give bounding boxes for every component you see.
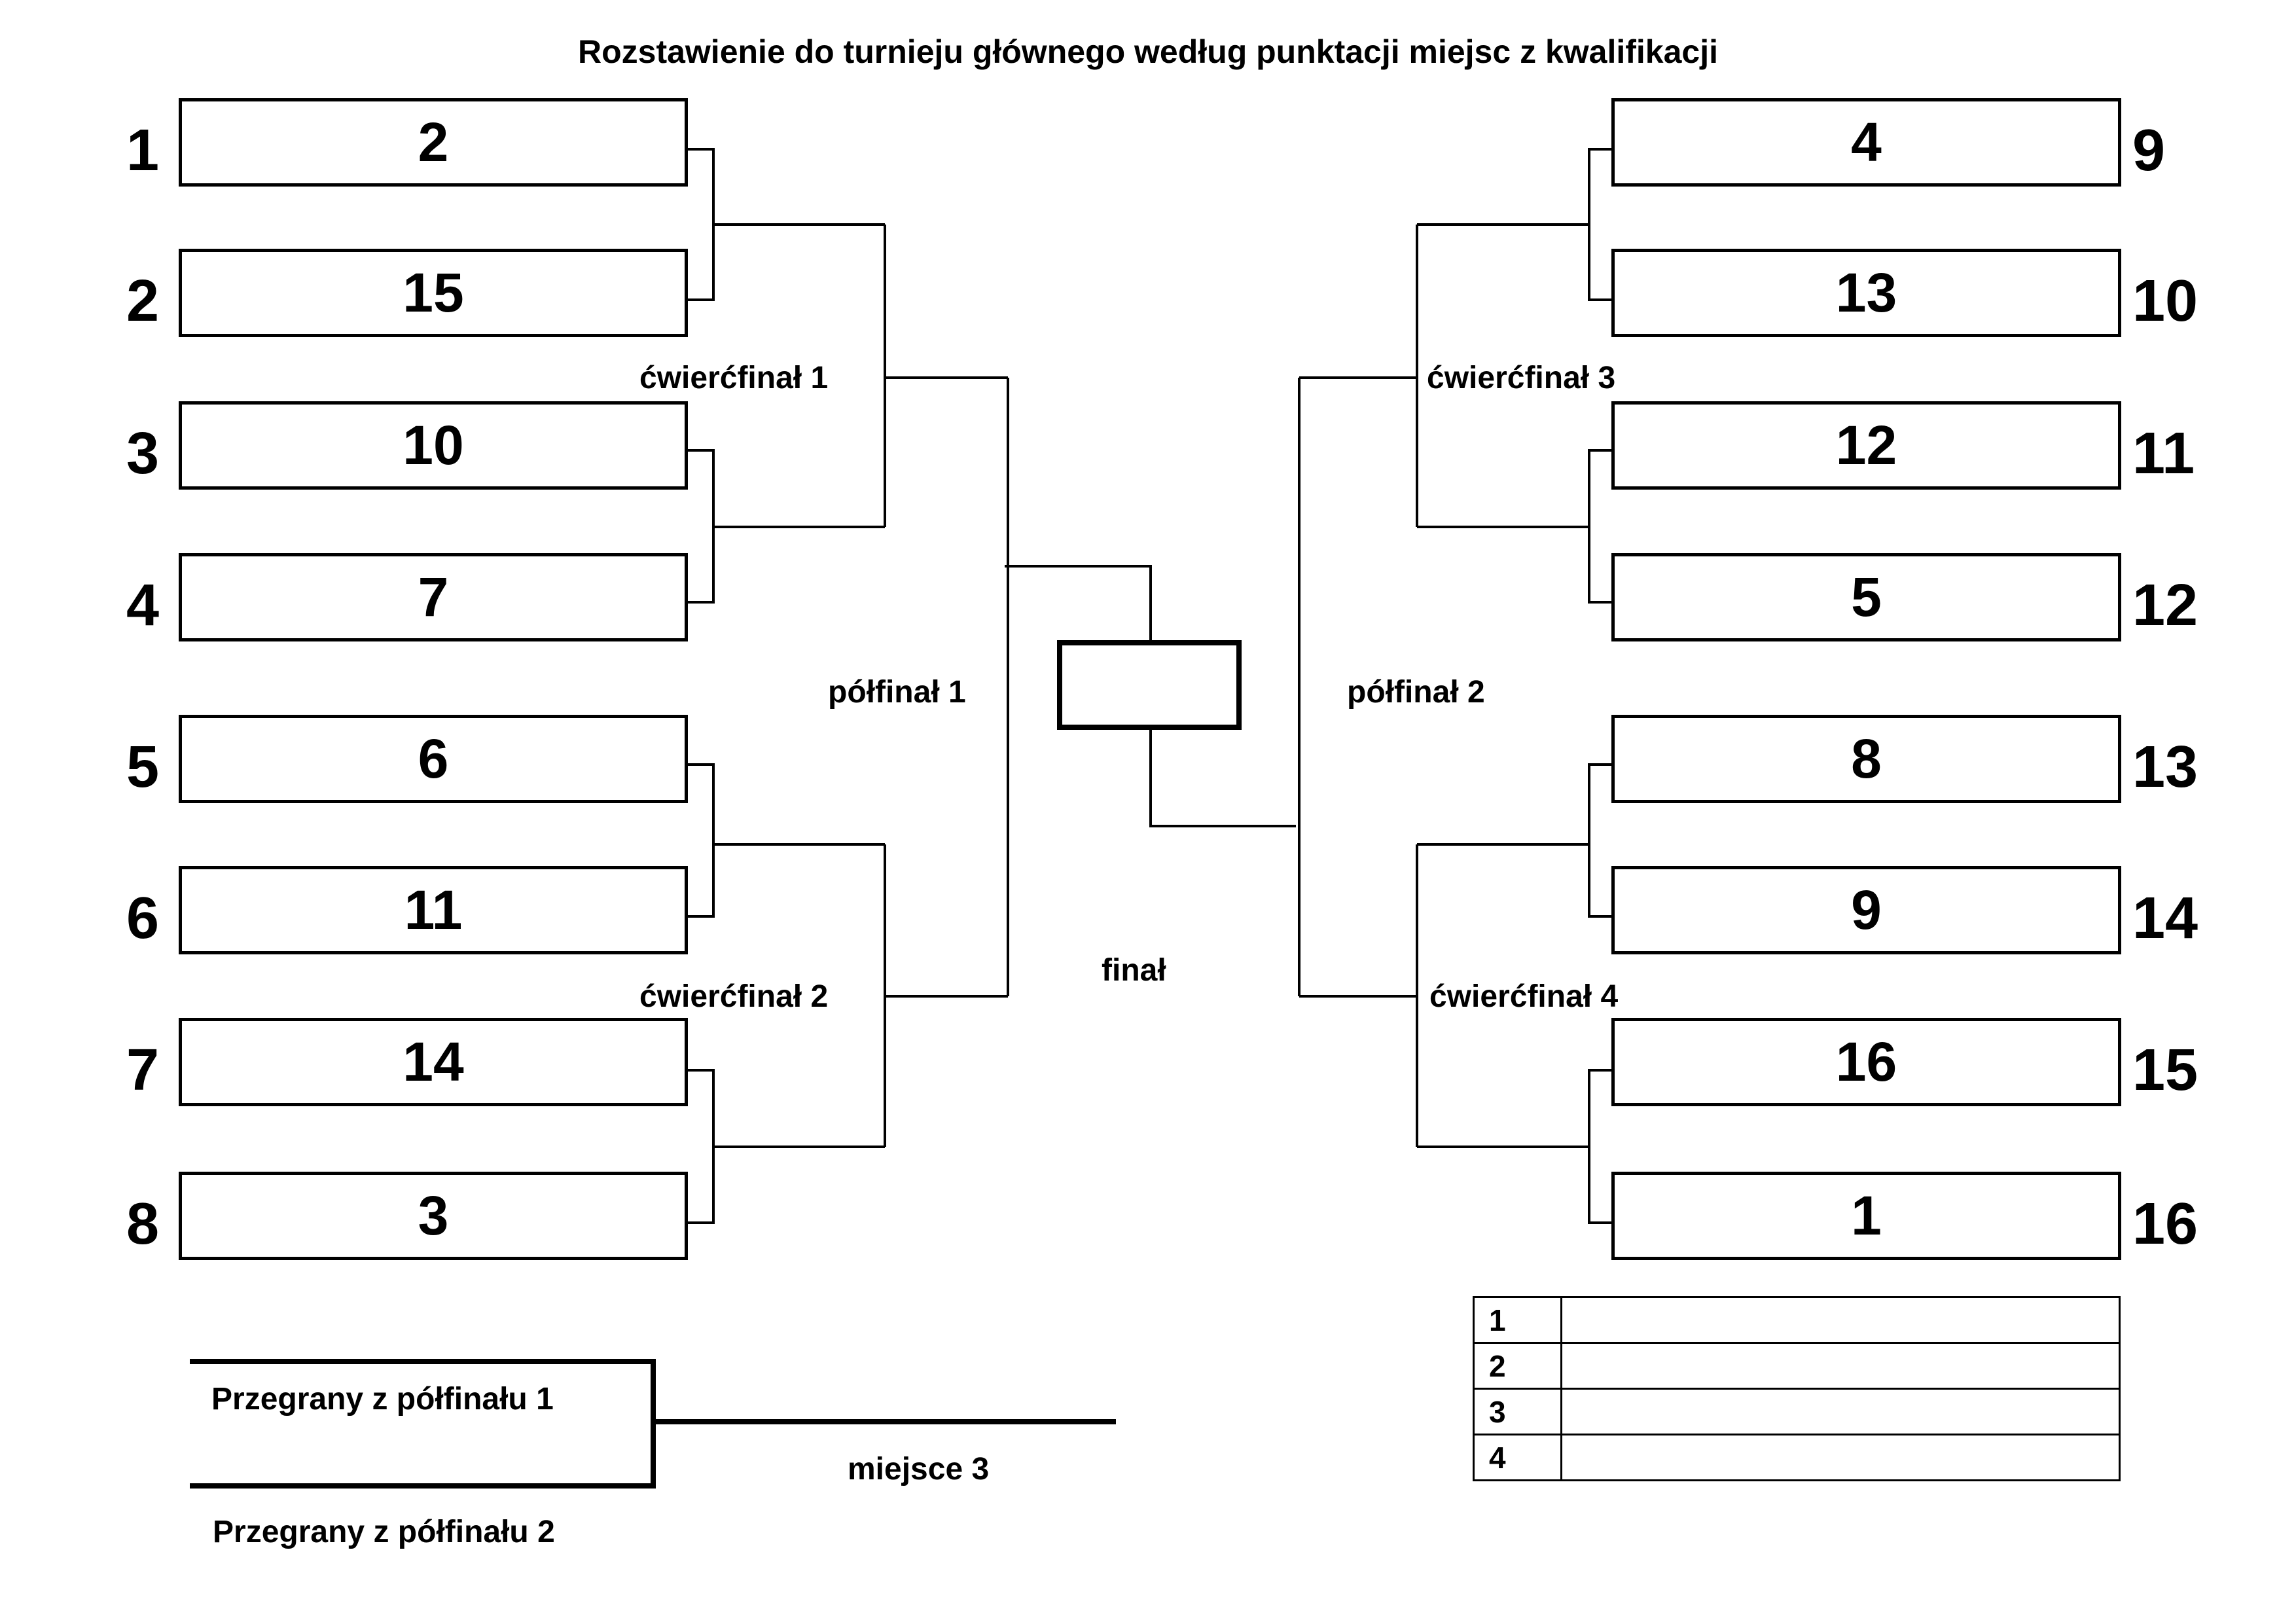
final-ranking-table: 1 2 3 4 xyxy=(1473,1296,2121,1481)
seed-label: 10 xyxy=(2132,268,2198,334)
entry-box[interactable]: 12 xyxy=(1611,401,2121,490)
third-place-bracket xyxy=(190,1359,656,1489)
round-label-sf1: półfinał 1 xyxy=(828,675,966,710)
rank-name-cell[interactable] xyxy=(1560,1388,2121,1435)
seed-label: 6 xyxy=(126,886,160,951)
seed-label: 2 xyxy=(126,268,160,334)
rank-number: 3 xyxy=(1473,1388,1562,1435)
ranking-row: 3 xyxy=(1473,1388,2121,1435)
round-label-sf2: półfinał 2 xyxy=(1347,675,1485,710)
ranking-row: 2 xyxy=(1473,1342,2121,1390)
connector-line xyxy=(688,1069,715,1224)
seed-label: 11 xyxy=(2132,421,2195,486)
entry-box[interactable]: 7 xyxy=(179,553,688,641)
seed-label: 14 xyxy=(2132,886,2198,951)
seed-label: 9 xyxy=(2132,118,2166,183)
seed-label: 4 xyxy=(126,573,160,638)
entry-box[interactable]: 13 xyxy=(1611,249,2121,337)
round-label-qf2: ćwierćfinał 2 xyxy=(639,979,829,1014)
entry-box[interactable]: 6 xyxy=(179,715,688,803)
round-label-qf1: ćwierćfinał 1 xyxy=(639,361,829,395)
rank-name-cell[interactable] xyxy=(1560,1434,2121,1481)
round-label-qf3: ćwierćfinał 3 xyxy=(1427,361,1616,395)
final-winner-box[interactable] xyxy=(1057,640,1242,730)
rank-name-cell[interactable] xyxy=(1560,1296,2121,1344)
entry-box[interactable]: 15 xyxy=(179,249,688,337)
semifinal1-loser-label: Przegrany z półfinału 1 xyxy=(211,1382,554,1416)
page-title: Rozstawienie do turnieju głównego według… xyxy=(578,33,1718,70)
rank-number: 1 xyxy=(1473,1296,1562,1344)
connector-line xyxy=(1005,565,1152,640)
third-place-label: miejsce 3 xyxy=(848,1452,990,1487)
entry-box[interactable]: 5 xyxy=(1611,553,2121,641)
ranking-row: 1 xyxy=(1473,1296,2121,1344)
rank-name-cell[interactable] xyxy=(1560,1342,2121,1390)
seed-label: 16 xyxy=(2132,1191,2198,1257)
round-label-final: finał xyxy=(1102,953,1166,988)
rank-number: 4 xyxy=(1473,1434,1562,1481)
ranking-row: 4 xyxy=(1473,1434,2121,1481)
connector-line xyxy=(1588,449,1611,604)
round-label-qf4: ćwierćfinał 4 xyxy=(1429,979,1619,1014)
seed-label: 13 xyxy=(2132,734,2198,800)
entry-box[interactable]: 9 xyxy=(1611,866,2121,954)
entry-box[interactable]: 11 xyxy=(179,866,688,954)
entry-box[interactable]: 4 xyxy=(1611,98,2121,187)
entry-box[interactable]: 10 xyxy=(179,401,688,490)
connector-line xyxy=(688,449,715,604)
seed-label: 7 xyxy=(126,1038,160,1103)
entry-box[interactable]: 16 xyxy=(1611,1018,2121,1106)
seed-label: 15 xyxy=(2132,1038,2198,1103)
entry-box[interactable]: 2 xyxy=(179,98,688,187)
entry-box[interactable]: 1 xyxy=(1611,1172,2121,1260)
rank-number: 2 xyxy=(1473,1342,1562,1390)
seed-label: 1 xyxy=(126,118,160,183)
entry-box[interactable]: 3 xyxy=(179,1172,688,1260)
entry-box[interactable]: 8 xyxy=(1611,715,2121,803)
connector-line xyxy=(1588,1069,1611,1224)
semifinal2-loser-label: Przegrany z półfinału 2 xyxy=(213,1515,555,1549)
connector-line xyxy=(688,763,715,918)
seed-label: 5 xyxy=(126,734,160,800)
connector-line xyxy=(688,148,715,301)
seed-label: 3 xyxy=(126,421,160,486)
seed-label: 12 xyxy=(2132,573,2198,638)
entry-box[interactable]: 14 xyxy=(179,1018,688,1106)
seed-label: 8 xyxy=(126,1191,160,1257)
connector-line xyxy=(1588,763,1611,918)
connector-line xyxy=(1588,148,1611,301)
connector-line xyxy=(1149,730,1296,827)
